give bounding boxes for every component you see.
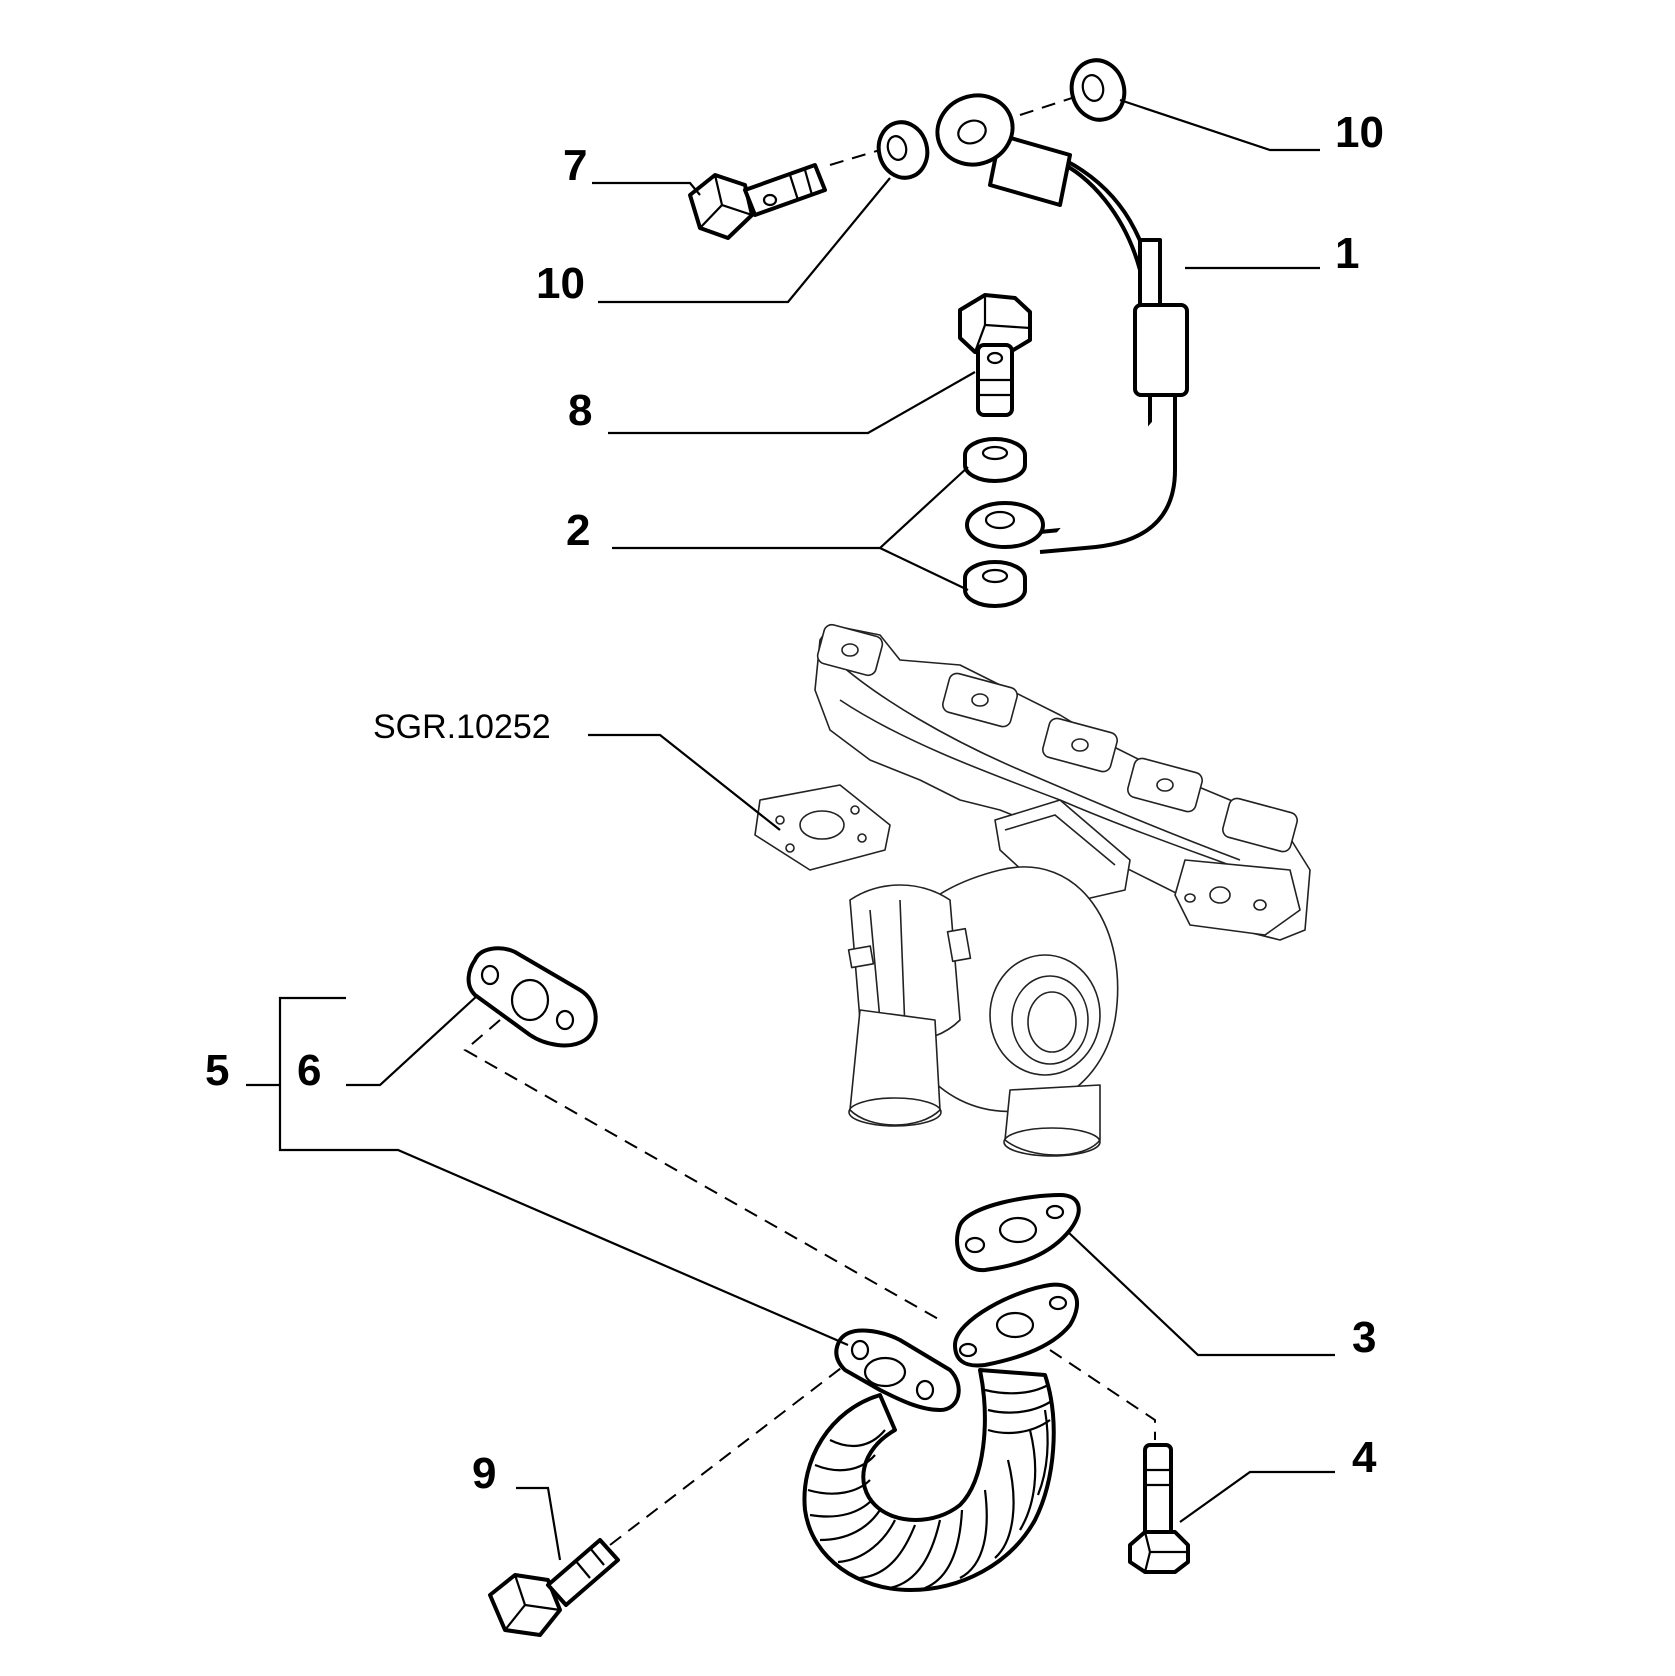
callout-10-lower: 10 xyxy=(536,259,585,308)
alignment-lines xyxy=(463,96,1156,1546)
callout-6: 6 xyxy=(297,1046,321,1095)
washer-part-10-lower xyxy=(876,120,930,180)
callout-10-top: 10 xyxy=(1335,108,1384,157)
callout-2: 2 xyxy=(566,506,590,555)
gasket-part-6 xyxy=(466,946,598,1048)
banjo-bolt-part-7 xyxy=(688,163,827,240)
leader-lines xyxy=(246,98,1335,1561)
callout-8: 8 xyxy=(568,386,592,435)
washer-part-2-bottom xyxy=(963,560,1027,608)
callout-labels: 10 1 7 10 8 2 SGR.10252 5 6 3 4 9 xyxy=(205,108,1384,1498)
oil-feed-pipe-part-1 xyxy=(935,93,1189,554)
bolt-part-4 xyxy=(1128,1443,1190,1574)
gasket-part-3 xyxy=(955,1193,1081,1273)
turbocharger-manifold-assembly xyxy=(754,623,1311,1157)
washer-part-2-top xyxy=(963,437,1027,483)
callout-9: 9 xyxy=(472,1449,496,1498)
callout-3: 3 xyxy=(1352,1313,1376,1362)
callout-4: 4 xyxy=(1352,1433,1377,1482)
banjo-bolt-part-8 xyxy=(958,293,1032,417)
callout-1: 1 xyxy=(1335,229,1359,278)
callout-7: 7 xyxy=(563,141,587,190)
egr-pipe-part-5 xyxy=(802,1282,1080,1592)
bolt-part-9 xyxy=(488,1538,620,1637)
callout-5: 5 xyxy=(205,1046,229,1095)
washer-part-10-upper xyxy=(1069,58,1127,122)
reference-part-label: SGR.10252 xyxy=(373,708,551,746)
